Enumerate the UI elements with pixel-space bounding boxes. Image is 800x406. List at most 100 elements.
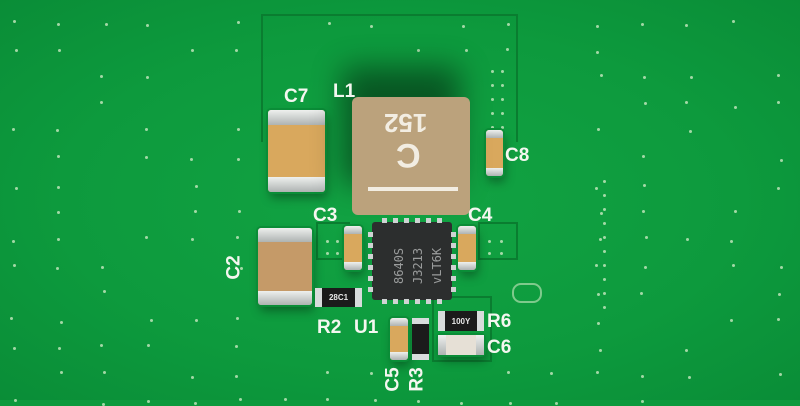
- ic-pin: [404, 218, 409, 223]
- label-c4: C4: [468, 205, 493, 226]
- via: [596, 51, 599, 54]
- via: [374, 399, 377, 402]
- via: [686, 238, 689, 241]
- via: [145, 156, 148, 159]
- via: [235, 345, 238, 348]
- via: [191, 49, 194, 52]
- via: [236, 236, 239, 239]
- via: [57, 211, 60, 214]
- label-l1: L1: [333, 81, 356, 102]
- test-pads: [512, 283, 542, 303]
- via: [328, 22, 331, 25]
- via: [777, 318, 780, 321]
- via: [603, 236, 606, 239]
- via: [326, 252, 329, 255]
- via: [596, 25, 599, 28]
- via: [734, 210, 737, 213]
- via: [780, 266, 783, 269]
- via: [491, 112, 494, 115]
- via: [685, 349, 688, 352]
- via: [643, 184, 646, 187]
- via: [100, 344, 103, 347]
- via: [685, 24, 688, 27]
- ic-pin: [451, 276, 456, 281]
- via: [12, 240, 15, 243]
- resistor-r6: 100Y: [438, 311, 484, 331]
- via: [603, 278, 606, 281]
- ic-pin: [426, 299, 431, 304]
- via: [777, 101, 780, 104]
- via: [491, 126, 494, 129]
- ic-pin: [437, 218, 442, 223]
- label-r6: R6: [487, 311, 512, 332]
- capacitor-c8: [486, 130, 503, 176]
- via: [146, 24, 149, 27]
- ic-u1: 8640S J3213 vLT6K: [368, 218, 456, 304]
- via: [732, 20, 735, 23]
- ic-pin: [368, 254, 373, 259]
- via: [12, 128, 15, 131]
- via: [777, 74, 780, 77]
- via: [336, 240, 339, 243]
- resistor-r2: 28C1: [315, 288, 362, 307]
- via: [644, 102, 647, 105]
- via: [103, 371, 106, 374]
- via: [370, 372, 373, 375]
- via: [642, 210, 645, 213]
- label-c8: C8: [505, 145, 530, 166]
- via: [60, 371, 63, 374]
- via: [147, 344, 150, 347]
- via: [596, 371, 599, 374]
- trace-outline: [261, 14, 518, 142]
- capacitor-c3: [344, 226, 362, 270]
- via: [778, 293, 781, 296]
- label-c7: C7: [284, 86, 309, 107]
- via: [734, 106, 737, 109]
- via: [103, 290, 106, 293]
- via: [507, 23, 510, 26]
- via: [730, 319, 733, 322]
- label-r3: R3: [406, 367, 428, 392]
- via: [779, 373, 782, 376]
- capacitor-c4: [458, 226, 476, 270]
- via: [145, 236, 148, 239]
- via: [491, 98, 494, 101]
- ic-pin: [404, 299, 409, 304]
- via: [780, 159, 783, 162]
- via: [603, 208, 606, 211]
- via: [642, 155, 645, 158]
- via: [15, 187, 18, 190]
- via: [100, 101, 103, 104]
- ic-pin: [368, 243, 373, 248]
- resistor-r2-marking: 28C1: [328, 293, 349, 302]
- via: [13, 347, 16, 350]
- via: [488, 240, 491, 243]
- via: [644, 266, 647, 269]
- via: [488, 252, 491, 255]
- ic-pin: [451, 232, 456, 237]
- via: [643, 76, 646, 79]
- via: [690, 76, 693, 79]
- via: [501, 126, 504, 129]
- via: [105, 23, 108, 26]
- via: [418, 374, 421, 377]
- capacitor-c7: [268, 110, 325, 192]
- via: [462, 25, 465, 28]
- via: [500, 252, 503, 255]
- ic-pin: [451, 254, 456, 259]
- via: [501, 112, 504, 115]
- via: [600, 212, 603, 215]
- ic-pin: [437, 299, 442, 304]
- via: [597, 322, 600, 325]
- via: [235, 375, 238, 378]
- resistor-r3: [412, 318, 429, 360]
- via: [603, 264, 606, 267]
- via: [150, 319, 153, 322]
- via: [237, 21, 240, 24]
- via: [603, 222, 606, 225]
- ic-pin: [382, 218, 387, 223]
- via: [336, 252, 339, 255]
- via: [57, 186, 60, 189]
- via: [240, 267, 243, 270]
- via: [100, 75, 103, 78]
